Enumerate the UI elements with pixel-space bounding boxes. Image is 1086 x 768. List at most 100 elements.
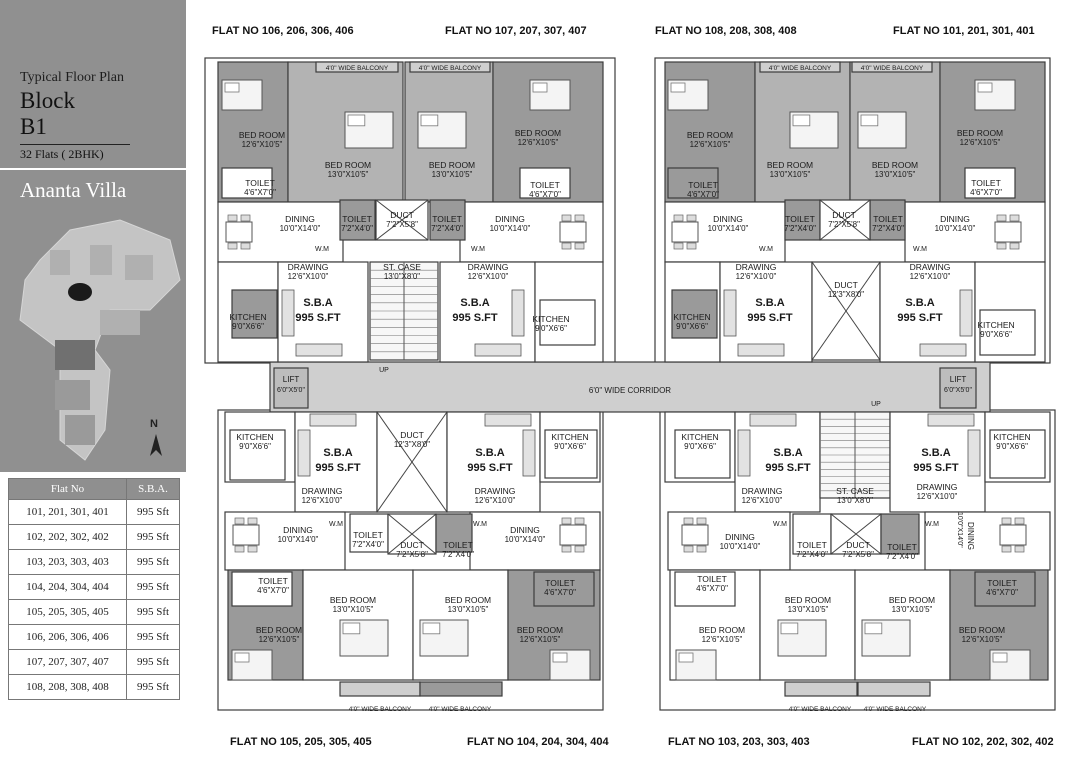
wm-label: W.M [925,521,939,528]
toilet-1 [231,571,293,607]
drawing-label-size: 12'6"X10'0" [910,272,951,281]
pillow-icon [860,114,879,127]
toilet-2 [869,199,906,241]
wm-label: W.M [913,246,927,253]
chair-icon [1014,545,1025,553]
kitchen-label-size: 9'0"X6'6" [239,442,271,451]
lift-label: LIFT [283,375,300,384]
pillow-icon [780,622,799,635]
sofa-icon [484,413,532,427]
pillow-icon [792,114,811,127]
toilet-label-size: 7'2"X4'0" [431,224,463,233]
lift-label: LIFT [950,375,967,384]
bedroom-label: BED ROOM [959,625,1005,635]
duct-label: DUCT [832,210,856,220]
toilet-label: TOILET [245,178,275,188]
sba-label: S.B.A [773,447,802,459]
staircase-label-size: 13'0"X8'0" [837,496,873,505]
toilet-label: TOILET [530,180,560,190]
sba-label: S.B.A [755,297,784,309]
bedroom-label: BED ROOM [957,128,1003,138]
chair-icon [561,214,572,222]
sba-area: 995 S.FT [467,462,513,474]
bedroom-label: BED ROOM [517,625,563,635]
toilet-label-size: 4'6"X7'0" [529,190,561,199]
toilet-label: TOILET [688,180,718,190]
dining [217,201,344,263]
col-flat-no: Flat No [8,478,127,500]
kitchen [539,299,596,346]
bedroom-label: BED ROOM [767,160,813,170]
current-block-marker [68,283,92,301]
project-name: Ananta Villa [20,178,127,202]
balcony [339,681,421,697]
sba-area: 995 S.FT [747,312,793,324]
kitchen-label-size: 9'0"X6'6" [996,442,1028,451]
toilet-label-size: 4'6"X7'0" [696,584,728,593]
kitchen-label: KITCHEN [236,432,273,442]
toilet-label-size: 7'2"X4'0" [442,550,474,559]
wm-label: W.M [329,521,343,528]
sofa-icon [309,413,357,427]
duct-label: DUCT [400,430,424,440]
toilet-label-size: 7'2"X4'0" [341,224,373,233]
dining-label: DINING [285,214,315,224]
sofa-icon [919,343,967,357]
drawing-label: DRAWING [742,486,783,496]
kitchen-label-size: 9'0"X6'6" [232,322,264,331]
balcony [419,681,503,697]
toilet-label: TOILET [971,178,1001,188]
duct-label-size: 12'3"X8'0" [828,290,864,299]
toilet-label-size: 7'2"X4'0" [796,550,828,559]
sofa-icon [281,289,295,337]
toilet-label: TOILET [873,214,903,224]
duct-cross [387,513,437,555]
balcony-label: 4'0" WIDE BALCONY [429,706,492,713]
toilet-1 [533,571,595,607]
toilet-label-size: 7'2"X4'0" [784,224,816,233]
sba-label: S.B.A [905,297,934,309]
pillow-icon [992,652,1008,663]
bedroom-label: BED ROOM [330,595,376,605]
col-sba: S.B.A. [126,478,180,500]
kitchen [674,429,731,479]
wm-label: W.M [473,521,487,528]
toilet-2 [429,199,466,241]
bedroom-label: BED ROOM [429,160,475,170]
pillow-icon [552,652,568,663]
chair-icon [561,242,572,250]
flat-label-bottom: FLAT NO 103, 203, 303, 403 [668,736,810,748]
bedroom-label: BED ROOM [699,625,745,635]
sba-value: 995 Sft [126,624,180,650]
sba-value: 995 Sft [126,524,180,550]
up-label: UP [379,367,389,374]
balcony-label: 4'0" WIDE BALCONY [861,65,924,72]
dining-label-size: 10'0"X14'0" [280,224,321,233]
bedroom-label-size: 13'0"X10'5" [788,605,829,614]
dining-label: DINING [725,532,755,542]
dining [904,201,1046,263]
balcony-label: 4'0" WIDE BALCONY [326,65,389,72]
pillow-icon [420,114,439,127]
chair-icon [1009,214,1020,222]
sba-label: S.B.A [323,447,352,459]
drawing-label-size: 12'6"X10'0" [302,496,343,505]
duct-label-size: 12'3"X8'0" [394,440,430,449]
lift-left [273,367,309,409]
flat-label-bottom: FLAT NO 102, 202, 302, 402 [912,736,1054,748]
sba-value: 995 Sft [126,649,180,675]
toilet-label-size: 4'6"X7'0" [687,190,719,199]
divider [0,168,186,170]
bedroom-label-size: 13'0"X10'5" [432,170,473,179]
pillow-icon [670,82,686,93]
wm-label: W.M [315,246,329,253]
staircase-label: ST. CASE [383,262,421,272]
chair-icon [683,545,694,553]
balcony-label: 4'0" WIDE BALCONY [349,706,412,713]
toilet-2 [435,513,473,553]
kitchen-label-size: 9'0"X6'6" [554,442,586,451]
drawing-label-size: 12'6"X10'0" [468,272,509,281]
bedroom-label-size: 13'0"X10'5" [875,170,916,179]
